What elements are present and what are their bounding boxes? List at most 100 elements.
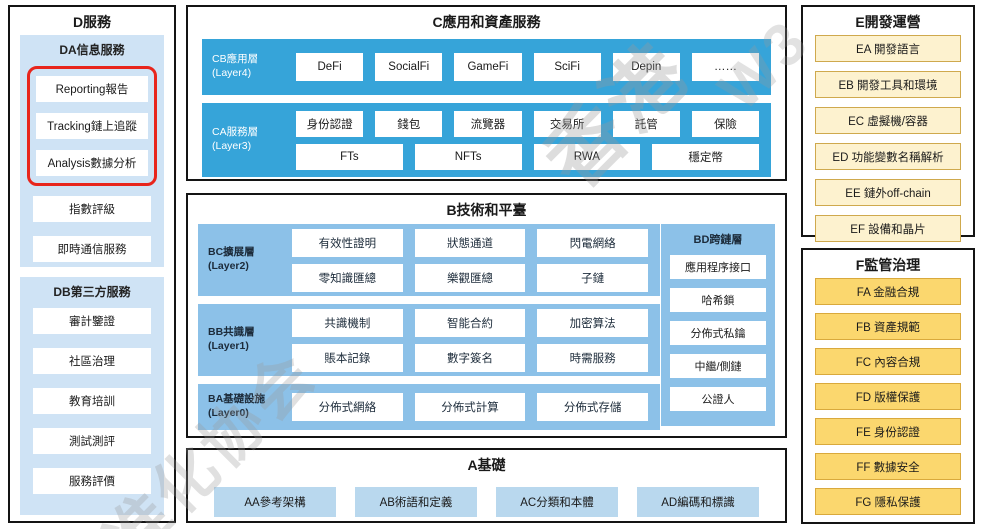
devops-item: ED 功能變數名稱解析 [815, 143, 961, 170]
devops-item: EE 鏈外off-chain [815, 179, 961, 206]
layer-ba-label: BA基礎設施 (Layer0) [198, 393, 292, 420]
foundation-item: AA參考架構 [214, 487, 336, 517]
layer-bc-scaling: BC擴展層 (Layer2) 有效性證明 狀態通道 閃電網絡 零知識匯總 樂觀匯… [198, 224, 660, 296]
panel-f-title: F監管治理 [855, 257, 921, 273]
layer-label-sub: (Layer3) [212, 140, 252, 152]
governance-item: FA 金融合規 [815, 278, 961, 305]
panel-a-foundation: A基礎 AA參考架構 AB術語和定義 AC分類和本體 AD編碼和標識 [186, 448, 787, 523]
layer-item: 樂觀匯總 [414, 263, 526, 292]
layer-item: 流覽器 [454, 110, 522, 137]
group-db-third-party: DB第三方服務 審計鑒證 社區治理 教育培訓 測試測評 服務評價 [20, 277, 164, 515]
layer-item: SocialFi [375, 53, 443, 81]
foundation-item: AC分類和本體 [496, 487, 618, 517]
service-item: 審計鑒證 [33, 308, 151, 334]
panel-e-devops: E開發運營 EA 開發語言 EB 開發工具和環境 EC 虛擬機/容器 ED 功能… [801, 5, 975, 242]
layer-bb-consensus: BB共識層 (Layer1) 共識機制 智能合約 加密算法 賬本記錄 數字簽名 … [198, 304, 660, 376]
panel-a-title: A基礎 [467, 457, 506, 473]
layer-row: 共識機制 智能合約 加密算法 [292, 308, 649, 337]
layer-item: 保險 [691, 110, 760, 137]
layer-item: 交易所 [533, 110, 601, 137]
layer-item: 零知識匯總 [292, 263, 403, 292]
layer-bb-items: 共識機制 智能合約 加密算法 賬本記錄 數字簽名 時需服務 [292, 302, 660, 379]
layer-item: GameFi [454, 53, 522, 81]
service-item-reporting: Reporting報告 [36, 76, 148, 102]
service-item-tracking: Tracking鏈上追蹤 [36, 113, 148, 139]
layer-item: …… [691, 53, 760, 81]
service-item: 即時通信服務 [33, 236, 151, 262]
layer-ca-items: 身份認證 錢包 流覽器 交易所 託管 保險 FTs NFTs RWA 穩定幣 [296, 104, 771, 177]
group-da-title: DA信息服務 [59, 43, 125, 57]
layer-label-sub: (Layer0) [208, 407, 249, 419]
governance-item: FF 數據安全 [815, 453, 961, 480]
panel-d-services: D服務 DA信息服務 Reporting報告 Tracking鏈上追蹤 Anal… [8, 5, 176, 523]
layer-item: 哈希鎖 [670, 288, 766, 312]
panel-b-technology: B技術和平臺 BC擴展層 (Layer2) 有效性證明 狀態通道 閃電網絡 零知… [186, 193, 787, 438]
layer-label-text: BC擴展層 [208, 246, 255, 259]
service-item-analysis: Analysis數據分析 [36, 150, 148, 176]
layer-item: 分佈式存儲 [537, 393, 649, 421]
governance-item: FG 隱私保護 [815, 488, 961, 515]
service-item: 服務評價 [33, 468, 151, 494]
layer-cb-items: DeFi SocialFi GameFi SciFi Depin …… [296, 46, 771, 88]
layer-item: 閃電網絡 [537, 228, 649, 257]
layer-ca-label: CA服務層 (Layer3) [202, 126, 296, 153]
foundation-items: AA參考架構 AB術語和定義 AC分類和本體 AD編碼和標識 [188, 478, 785, 526]
layer-item: 分佈式計算 [414, 393, 526, 421]
foundation-item: AD編碼和標識 [637, 487, 759, 517]
layer-ca-services: CA服務層 (Layer3) 身份認證 錢包 流覽器 交易所 託管 保險 FTs… [202, 103, 771, 177]
devops-item: EF 設備和晶片 [815, 215, 961, 242]
panel-c-applications: C應用和資產服務 CB應用層 (Layer4) DeFi SocialFi Ga… [186, 5, 787, 181]
layer-item: 錢包 [375, 110, 443, 137]
governance-item: FD 版權保護 [815, 383, 961, 410]
layer-bd-title: BD跨鏈層 [693, 234, 743, 246]
layer-item: 應用程序接口 [670, 255, 766, 279]
panel-d-title: D服務 [72, 14, 112, 30]
layer-item: 有效性證明 [292, 228, 403, 257]
panel-f-governance: F監管治理 FA 金融合規 FB 資產規範 FC 內容合規 FD 版權保護 FE… [801, 248, 975, 524]
red-highlight-annotation: Reporting報告 Tracking鏈上追蹤 Analysis數據分析 [27, 66, 157, 186]
layer-item: 數字簽名 [414, 343, 526, 372]
layer-label-text: CB應用層 [212, 53, 259, 66]
layer-label-text: CA服務層 [212, 126, 259, 139]
layer-label-text: BA基礎設施 [208, 393, 266, 406]
layer-bd-crosschain: BD跨鏈層 應用程序接口 哈希鎖 分佈式私鑰 中繼/側鏈 公證人 [661, 224, 775, 426]
service-item: 測試測評 [33, 428, 151, 454]
governance-item: FE 身份認證 [815, 418, 961, 445]
service-item: 社區治理 [33, 348, 151, 374]
layer-cb-application: CB應用層 (Layer4) DeFi SocialFi GameFi SciF… [202, 39, 771, 95]
layer-row: 分佈式網絡 分佈式計算 分佈式存儲 [292, 393, 649, 421]
layer-item: 身份認證 [296, 110, 364, 137]
layer-label-sub: (Layer1) [208, 340, 249, 352]
layer-item: NFTs [414, 143, 522, 170]
layer-item: 加密算法 [537, 308, 649, 337]
service-item: 教育培訓 [33, 388, 151, 414]
layer-item: 分佈式網絡 [292, 393, 403, 421]
layer-row: DeFi SocialFi GameFi SciFi Depin …… [296, 53, 760, 81]
layer-label-text: BB共識層 [208, 326, 255, 339]
governance-item: FC 內容合規 [815, 348, 961, 375]
layer-row: 身份認證 錢包 流覽器 交易所 託管 保險 [296, 110, 760, 137]
service-item: 指數評級 [33, 196, 151, 222]
layer-item: DeFi [296, 53, 364, 81]
governance-item: FB 資產規範 [815, 313, 961, 340]
layer-item: 託管 [612, 110, 680, 137]
layer-item: 公證人 [670, 387, 766, 411]
layer-item: 穩定幣 [652, 143, 759, 170]
foundation-item: AB術語和定義 [355, 487, 477, 517]
group-db-title: DB第三方服務 [53, 285, 131, 299]
devops-item: EC 虛擬機/容器 [815, 107, 961, 134]
layer-item: 智能合約 [414, 308, 526, 337]
layer-label-sub: (Layer4) [212, 67, 252, 79]
group-da-info-services: DA信息服務 Reporting報告 Tracking鏈上追蹤 Analysis… [20, 35, 164, 267]
layer-item: 時需服務 [537, 343, 649, 372]
layer-item: 子鏈 [537, 263, 649, 292]
layer-stack: BC擴展層 (Layer2) 有效性證明 狀態通道 閃電網絡 零知識匯總 樂觀匯… [198, 224, 660, 430]
layer-row: 有效性證明 狀態通道 閃電網絡 [292, 228, 649, 257]
panel-e-title: E開發運營 [855, 14, 921, 30]
layer-item: 分佈式私鑰 [670, 321, 766, 345]
layer-bb-label: BB共識層 (Layer1) [198, 326, 292, 353]
layer-item: 狀態通道 [414, 228, 526, 257]
layer-item: Depin [612, 53, 680, 81]
layer-row: FTs NFTs RWA 穩定幣 [296, 143, 759, 170]
